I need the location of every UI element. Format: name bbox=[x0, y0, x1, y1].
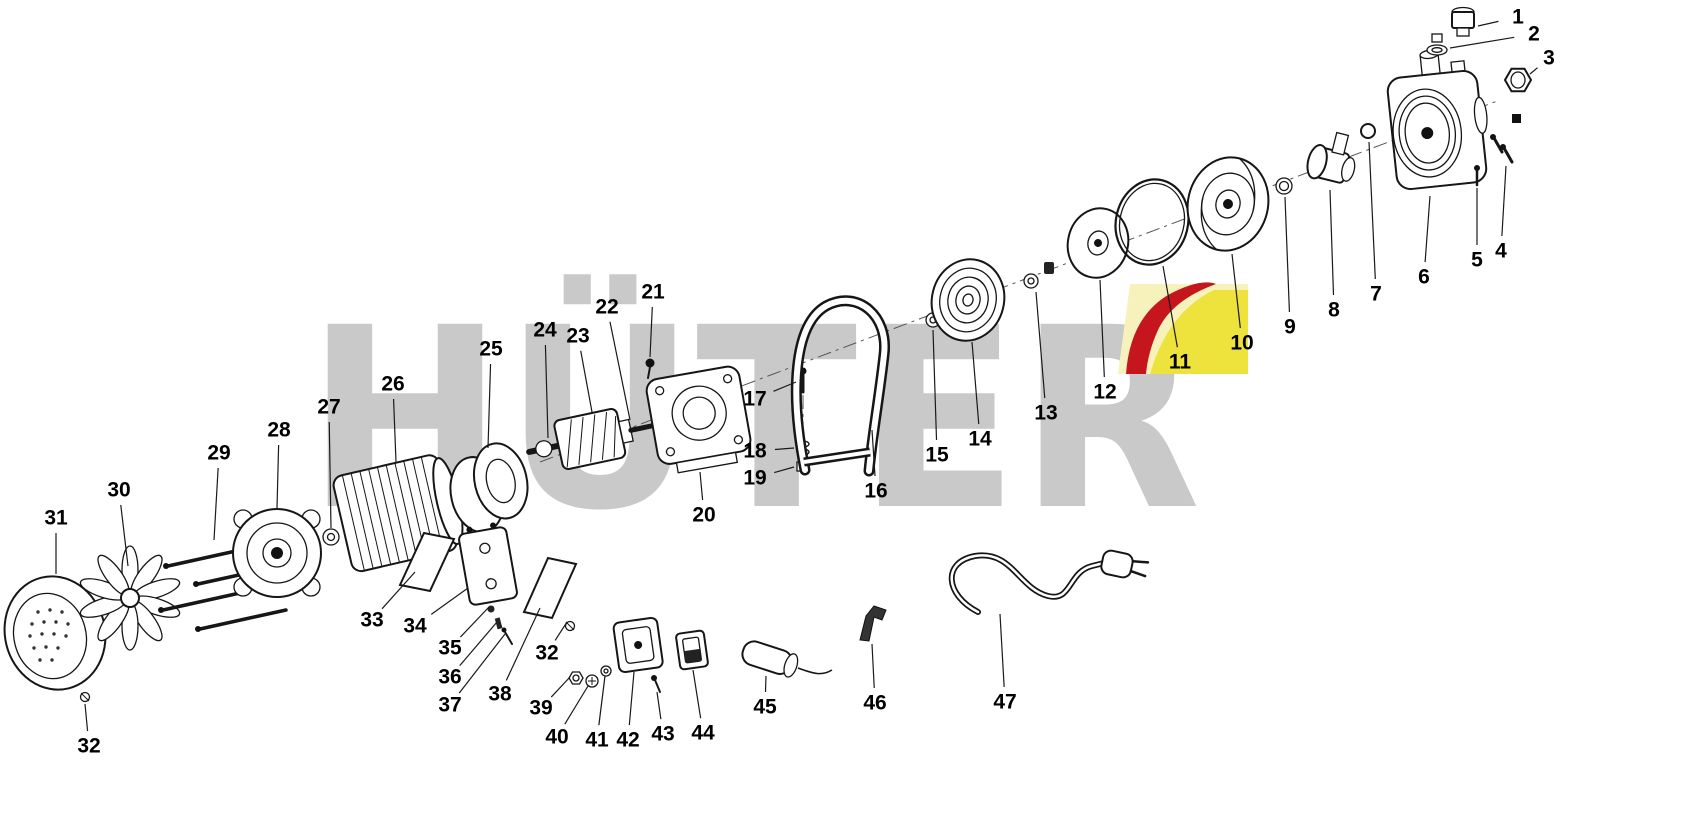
part-plate-33 bbox=[398, 531, 456, 593]
logo-swoosh-yellow bbox=[1150, 290, 1248, 374]
part-capacitor bbox=[741, 640, 833, 678]
part-fan-cover bbox=[3, 575, 107, 691]
part-cable-clamp bbox=[859, 605, 887, 642]
logo-swoosh-red bbox=[1126, 282, 1216, 374]
part-o-ring-7 bbox=[1360, 123, 1376, 139]
part-washer-41 bbox=[600, 665, 612, 677]
part-impeller bbox=[1066, 207, 1130, 279]
part-seal-seat bbox=[930, 258, 1006, 342]
part-diffuser bbox=[1186, 156, 1270, 252]
part-plate-38 bbox=[522, 556, 578, 620]
part-screw-32a bbox=[79, 691, 91, 703]
part-seal-13 bbox=[1023, 262, 1054, 289]
part-screw-43 bbox=[651, 675, 661, 693]
part-power-cord bbox=[948, 549, 1150, 615]
part-switch bbox=[675, 629, 709, 671]
part-screws-4 bbox=[1490, 114, 1521, 164]
part-hex-plug bbox=[1503, 67, 1533, 93]
part-carry-handle bbox=[790, 295, 890, 477]
part-o-ring-9 bbox=[1275, 177, 1293, 195]
part-terminal-box bbox=[612, 616, 664, 674]
part-stator bbox=[449, 442, 529, 534]
part-front-bracket bbox=[645, 365, 752, 474]
part-rotor-assembly bbox=[526, 408, 663, 471]
part-gasket-2 bbox=[1426, 33, 1448, 56]
part-rear-bracket bbox=[232, 508, 322, 598]
part-cooling-fan bbox=[79, 545, 181, 651]
part-pin-36 bbox=[494, 617, 503, 630]
part-screw-21 bbox=[645, 358, 655, 379]
part-o-ring-11 bbox=[1114, 178, 1190, 266]
part-screw-37 bbox=[501, 627, 513, 645]
part-bracket-plate-34 bbox=[458, 522, 518, 606]
part-bolt-40 bbox=[585, 674, 599, 688]
part-ejector bbox=[1306, 131, 1356, 184]
part-washer-27 bbox=[322, 528, 340, 546]
part-screw-5 bbox=[1474, 165, 1480, 187]
part-pump-body bbox=[1386, 49, 1488, 191]
part-screw-32b bbox=[564, 620, 576, 632]
part-fitting-1 bbox=[1451, 6, 1475, 37]
